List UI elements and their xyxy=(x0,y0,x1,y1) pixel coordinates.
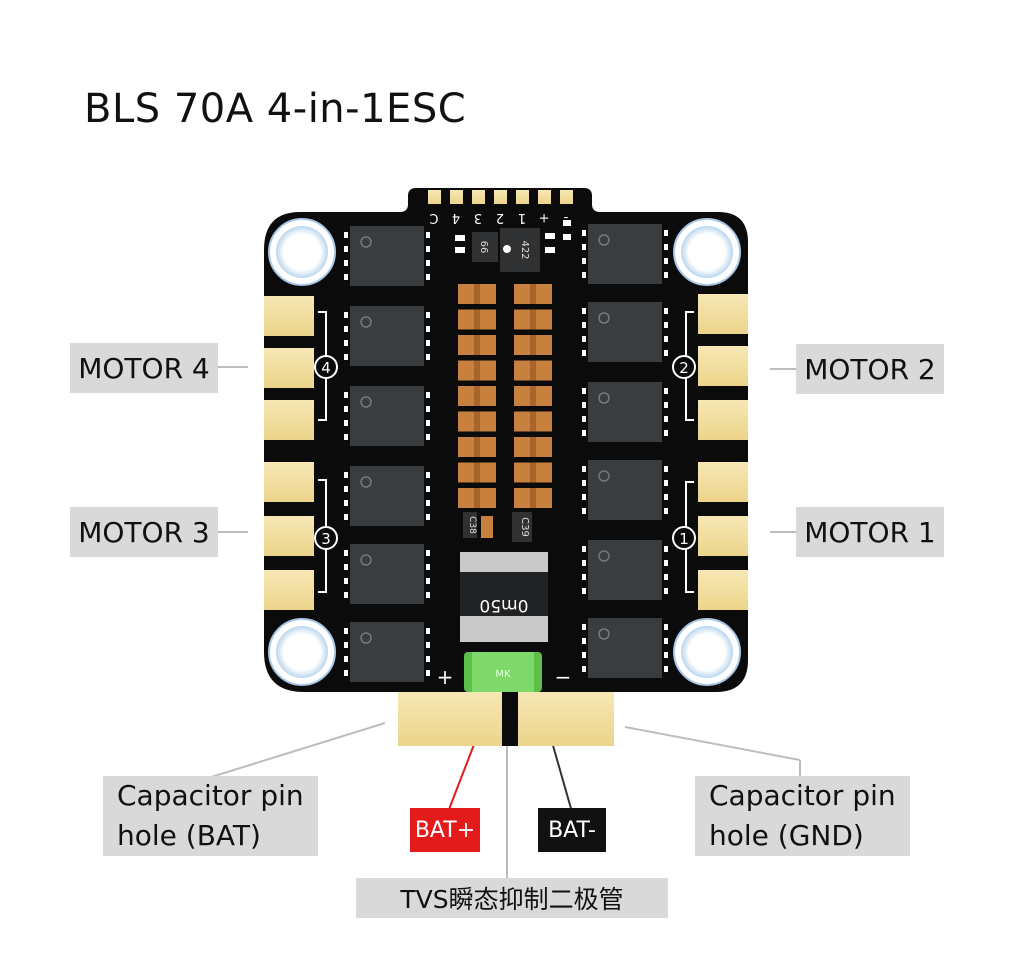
mosfets-left xyxy=(344,226,430,682)
svg-text:+: + xyxy=(539,210,550,225)
svg-text:422: 422 xyxy=(519,240,530,259)
capacitor-1-6 xyxy=(514,437,552,457)
mosfet-chip-l3 xyxy=(344,466,430,526)
header-pin-labels: C 4 3 2 1 + - xyxy=(429,210,568,225)
capacitor-1-4 xyxy=(514,386,552,406)
svg-text:C39: C39 xyxy=(519,517,530,537)
capacitor-1-3 xyxy=(514,360,552,381)
capacitor-1-8 xyxy=(514,488,552,508)
capacitor-array xyxy=(458,284,552,508)
small-chip-422: 422 xyxy=(500,228,540,272)
group-number-4: 4 xyxy=(314,355,338,379)
bat-plus-leader xyxy=(447,741,476,813)
mosfet-chip-l0 xyxy=(344,226,430,286)
group-number-1: 1 xyxy=(672,526,696,550)
svg-text:3: 3 xyxy=(321,530,331,548)
label-tvs: TVS瞬态抑制二极管 xyxy=(356,878,668,918)
label-motor-2: MOTOR 2 xyxy=(796,344,944,394)
small-chip-66: 66 xyxy=(472,232,498,262)
small-cap-c38: C38 xyxy=(463,512,477,538)
svg-text:66: 66 xyxy=(478,241,489,254)
motor-pads-left xyxy=(264,296,314,610)
capacitor-0-2 xyxy=(458,335,496,355)
capacitor-bat-line-1: Capacitor pin xyxy=(117,779,304,812)
badge-bat-minus: BAT- xyxy=(538,808,606,852)
capacitor-0-4 xyxy=(458,386,496,406)
header-pins xyxy=(428,190,573,204)
capacitor-0-5 xyxy=(458,411,496,432)
label-capacitor-gnd: Capacitor pin hole (GND) xyxy=(695,776,910,856)
small-cap-c39: C39 xyxy=(512,512,532,542)
polarity-plus: + xyxy=(437,665,454,689)
svg-text:C38: C38 xyxy=(467,516,477,534)
mosfet-chip-r0 xyxy=(582,224,668,284)
capacitor-1-0 xyxy=(514,284,552,304)
capacitor-gnd-line-2: hole (GND) xyxy=(709,819,864,852)
motor-pads-right xyxy=(698,294,748,610)
shunt-resistor: 0m50 xyxy=(460,552,548,642)
battery-pads xyxy=(398,692,614,746)
mosfet-chip-r5 xyxy=(582,618,668,678)
capacitor-1-5 xyxy=(514,411,552,432)
capacitor-0-8 xyxy=(458,488,496,508)
tvs-diode: MK xyxy=(464,652,542,692)
mosfet-chip-l1 xyxy=(344,306,430,366)
mosfet-chip-l5 xyxy=(344,622,430,682)
small-cap-orange xyxy=(481,516,493,538)
mosfet-chip-r4 xyxy=(582,540,668,600)
capacitor-1-1 xyxy=(514,309,552,330)
diagram-title: BLS 70A 4-in-1ESC xyxy=(84,86,467,132)
svg-text:2: 2 xyxy=(679,359,689,377)
svg-text:1: 1 xyxy=(679,530,689,548)
mosfet-chip-l2 xyxy=(344,386,430,446)
label-capacitor-bat: Capacitor pin hole (BAT) xyxy=(103,776,318,856)
mosfet-chip-l4 xyxy=(344,544,430,604)
capacitor-0-1 xyxy=(458,309,496,330)
svg-text:4: 4 xyxy=(452,210,460,225)
label-motor-4: MOTOR 4 xyxy=(70,343,218,393)
capacitor-gnd-line-1: Capacitor pin xyxy=(709,779,896,812)
capacitor-0-0 xyxy=(458,284,496,304)
mounting-hole-icons xyxy=(268,218,741,686)
svg-text:C: C xyxy=(429,210,438,225)
svg-text:3: 3 xyxy=(474,210,482,225)
svg-text:1: 1 xyxy=(518,210,526,225)
mosfets-right xyxy=(582,224,668,678)
capacitor-bat-line-2: hole (BAT) xyxy=(117,819,261,852)
bat-minus-leader xyxy=(551,741,573,813)
group-number-3: 3 xyxy=(314,526,338,550)
mosfet-chip-r1 xyxy=(582,302,668,362)
capacitor-0-6 xyxy=(458,437,496,457)
mosfet-chip-r3 xyxy=(582,460,668,520)
capacitor-0-3 xyxy=(458,360,496,381)
badge-bat-plus: BAT+ xyxy=(410,808,480,852)
group-number-2: 2 xyxy=(672,355,696,379)
svg-text:-: - xyxy=(563,210,568,225)
leader-lines xyxy=(207,366,801,878)
mosfet-chip-r2 xyxy=(582,382,668,442)
svg-text:MK: MK xyxy=(495,669,511,680)
label-motor-1: MOTOR 1 xyxy=(796,507,944,557)
polarity-minus: − xyxy=(555,665,572,689)
svg-text:4: 4 xyxy=(321,359,331,377)
capacitor-1-7 xyxy=(514,462,552,483)
label-motor-3: MOTOR 3 xyxy=(70,507,218,557)
svg-text:0m50: 0m50 xyxy=(479,595,528,615)
svg-text:2: 2 xyxy=(496,210,504,225)
capacitor-0-7 xyxy=(458,462,496,483)
capacitor-1-2 xyxy=(514,335,552,355)
